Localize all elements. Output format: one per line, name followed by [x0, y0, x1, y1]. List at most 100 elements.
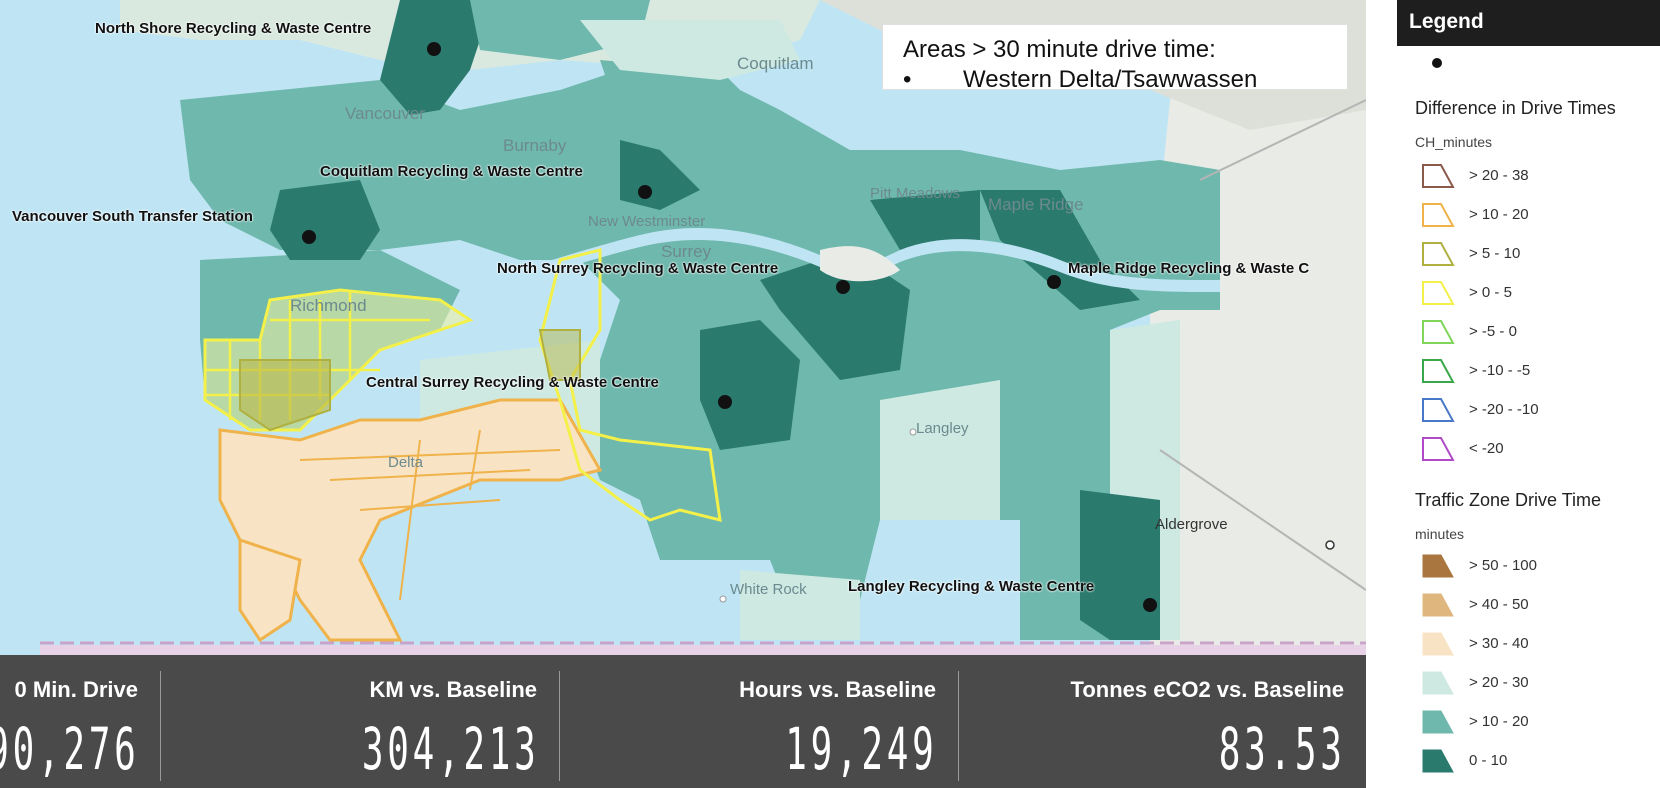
facility-label-vancouver-south: Vancouver South Transfer Station — [12, 208, 253, 225]
legend-item-label: > -5 - 0 — [1469, 323, 1517, 340]
legend-outline-swatch-icon — [1422, 242, 1455, 266]
legend-outline-swatch-icon — [1422, 281, 1455, 305]
city-label-aldergrove: Aldergrove — [1155, 516, 1228, 533]
diff-olive — [239, 359, 331, 432]
legend-outline-swatch-icon — [1422, 320, 1455, 344]
zone-dark-north-surrey — [760, 250, 910, 380]
zone-light-2 — [880, 380, 1000, 520]
callout-bullet: • Western Delta/Tsawwassen — [903, 65, 1329, 95]
legend-difference-title: Difference in Drive Times — [1415, 98, 1616, 118]
legend-item-label: > -10 - -5 — [1469, 362, 1531, 379]
bullet-marker: • — [903, 66, 912, 93]
city-point-white-rock — [719, 595, 727, 603]
city-label-langley: Langley — [916, 420, 969, 437]
legend-item-label: > 0 - 5 — [1469, 284, 1512, 301]
facility-label-north-surrey: North Surrey Recycling & Waste Centre — [497, 260, 779, 277]
city-label-coquitlam: Coquitlam — [737, 54, 814, 73]
legend-item-label: > -20 - -10 — [1469, 401, 1539, 418]
zone-dark-langley — [1080, 490, 1160, 640]
city-label-vancouver: Vancouver — [345, 104, 426, 123]
city-label-pitt-meadows: Pitt Meadows — [870, 185, 961, 202]
facility-label-north-shore: North Shore Recycling & Waste Centre — [95, 20, 372, 37]
facility-point-north-shore — [427, 42, 441, 56]
stat-drive-value: 90,276 — [0, 715, 140, 783]
facility-point-langley — [1143, 598, 1157, 612]
stat-hours: Hours vs. Baseline 19,249 — [559, 655, 958, 788]
legend-outline-swatch-icon — [1422, 437, 1455, 461]
map-view[interactable]: North Shore Recycling & Waste Centre Coq… — [0, 0, 1366, 655]
legend-panel: Legend Difference in Drive Times CH_minu… — [1397, 0, 1660, 788]
facility-point-coquitlam — [638, 185, 652, 199]
facility-label-central-surrey: Central Surrey Recycling & Waste Centre — [366, 374, 659, 391]
facility-point-north-surrey — [836, 280, 850, 294]
zone-dark-central-surrey — [700, 320, 800, 450]
zone-north-shore — [380, 0, 480, 115]
stat-divider — [559, 671, 560, 781]
city-label-white-rock: White Rock — [730, 581, 807, 598]
callout-bullet-text: Western Delta/Tsawwassen — [963, 66, 1258, 93]
facility-label-langley: Langley Recycling & Waste Centre — [848, 578, 1095, 595]
legend-difference-field: CH_minutes — [1415, 134, 1493, 150]
legend-filled-swatch-icon — [1422, 710, 1454, 734]
legend-outline-swatch-icon — [1422, 398, 1455, 422]
legend-outline-swatch-icon — [1422, 359, 1455, 383]
city-label-delta: Delta — [388, 454, 424, 471]
facility-point-icon — [1432, 58, 1442, 68]
stat-co2: Tonnes eCO2 vs. Baseline 83.53 — [958, 655, 1366, 788]
legend-item-label: < -20 — [1469, 440, 1504, 457]
legend-filled-swatch-icon — [1422, 593, 1454, 617]
legend-title: Legend — [1409, 10, 1484, 33]
legend-header: Legend — [1397, 0, 1660, 46]
legend-item-label: > 30 - 40 — [1469, 635, 1529, 652]
stat-co2-label: Tonnes eCO2 vs. Baseline — [1070, 677, 1344, 702]
legend-filled-swatch-icon — [1422, 632, 1454, 656]
map-canvas[interactable] — [0, 0, 1366, 655]
stat-hours-value: 19,249 — [785, 715, 938, 783]
city-label-burnaby: Burnaby — [503, 136, 567, 155]
callout-title: Areas > 30 minute drive time: — [903, 36, 1216, 63]
border-band — [40, 645, 1366, 655]
city-label-richmond: Richmond — [290, 296, 367, 315]
stats-bar: 0 Min. Drive 90,276 KM vs. Baseline 304,… — [0, 655, 1366, 788]
drive-time-callout: Areas > 30 minute drive time: • Western D… — [882, 24, 1348, 93]
diff-delta-lines — [299, 429, 561, 601]
legend-item-label: > 50 - 100 — [1469, 557, 1537, 574]
land-east — [1150, 0, 1366, 655]
city-label-maple-ridge: Maple Ridge — [988, 195, 1084, 214]
facility-point-central-surrey — [718, 395, 732, 409]
highway-east — [1159, 449, 1366, 591]
legend-outline-swatch-icon — [1422, 164, 1455, 188]
legend-zone-title: Traffic Zone Drive Time — [1415, 490, 1602, 510]
stat-hours-label: Hours vs. Baseline — [739, 677, 936, 702]
facility-label-coquitlam: Coquitlam Recycling & Waste Centre — [320, 163, 583, 180]
highway-north — [1199, 99, 1366, 181]
legend-item-label: > 20 - 38 — [1469, 167, 1529, 184]
legend-item-label: > 10 - 20 — [1469, 713, 1529, 730]
stat-km: KM vs. Baseline 304,213 — [160, 655, 559, 788]
stat-drive: 0 Min. Drive 90,276 — [0, 655, 160, 788]
city-label-surrey: Surrey — [661, 242, 712, 261]
diff-surrey-yellow — [538, 248, 722, 522]
river-widening — [820, 246, 900, 282]
legend-item-label: > 5 - 10 — [1469, 245, 1521, 262]
stat-drive-label: 0 Min. Drive — [14, 677, 138, 702]
facility-label-maple-ridge: Maple Ridge Recycling & Waste C — [1068, 260, 1310, 277]
legend-filled-swatch-icon — [1422, 749, 1454, 773]
city-point-langley — [909, 428, 917, 436]
stat-co2-value: 83.53 — [1219, 715, 1346, 783]
diff-surrey-olive — [538, 329, 581, 381]
legend-outline-swatch-icon — [1422, 203, 1455, 227]
stat-divider — [160, 671, 161, 781]
zone-dark-vancouver-south — [270, 180, 380, 260]
legend-filled-swatch-icon — [1422, 554, 1454, 578]
city-point-aldergrove — [1325, 540, 1335, 550]
diff-tsawwassen — [238, 537, 302, 643]
facility-point-vancouver-south — [302, 230, 316, 244]
stat-km-value: 304,213 — [361, 715, 539, 783]
city-label-new-westminster: New Westminster — [588, 213, 706, 230]
legend-item-label: 0 - 10 — [1469, 752, 1508, 769]
legend-item-label: > 10 - 20 — [1469, 206, 1529, 223]
legend-item-label: > 20 - 30 — [1469, 674, 1529, 691]
stat-divider — [958, 671, 959, 781]
zone-dark-pitt — [870, 190, 980, 250]
